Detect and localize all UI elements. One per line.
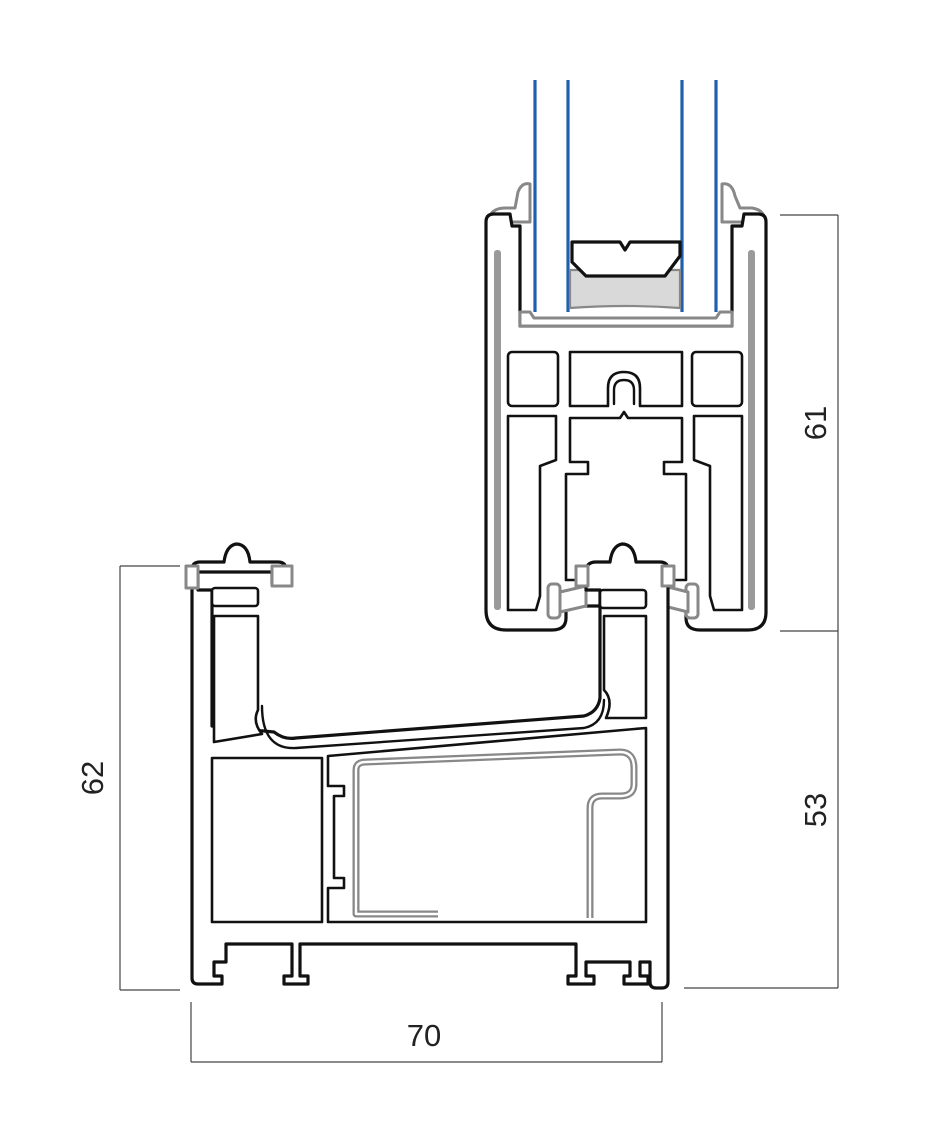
frame-chamber-right-tall <box>602 614 648 720</box>
dimension-label-total-width: 70 <box>407 1018 441 1053</box>
sash-chamber <box>506 350 560 408</box>
glass-spacer-bar <box>570 240 682 278</box>
dimension-frame-height: 62 <box>75 565 180 991</box>
sash-bottom-gasket-left <box>546 582 562 620</box>
dimension-label-sash-height: 61 <box>798 406 833 440</box>
frame-chamber-left-tall <box>212 614 264 744</box>
dimension-total-width: 70 <box>190 1002 663 1063</box>
sash-right-gasket-strip <box>748 250 755 610</box>
glazing-unit <box>533 80 718 312</box>
sash-glazing-gasket <box>518 310 734 328</box>
glass-spacer-sealant <box>568 268 682 310</box>
sash-center-hook <box>612 378 636 406</box>
frame-mid-gasket-left <box>574 564 590 588</box>
frame-chamber-small <box>210 586 260 608</box>
frame-mid-gasket-right <box>660 564 676 588</box>
sash-chamber-left-tall <box>506 414 558 612</box>
dimension-label-lower-height: 53 <box>798 793 833 827</box>
sash-chamber-center <box>568 350 684 408</box>
sash-profile <box>484 182 768 632</box>
sash-bridge-gasket <box>558 584 588 614</box>
frame-top-gasket-right <box>270 564 294 588</box>
dimension-label-frame-height: 62 <box>75 761 110 795</box>
dimension-sash-height: 61 <box>780 214 839 632</box>
frame-sloped-rail <box>260 698 606 750</box>
frame-top-gasket-left <box>184 564 200 590</box>
frame-chamber-small <box>598 588 648 610</box>
sash-chamber <box>690 350 744 408</box>
frame-chamber-lower-left <box>210 756 324 924</box>
sash-left-gasket-strip <box>494 250 501 610</box>
dimension-lower-height: 53 <box>684 631 839 989</box>
steel-reinforcement-inner <box>354 750 636 918</box>
sash-chamber-right-tall <box>692 414 744 612</box>
frame-profile <box>184 542 676 990</box>
frame-chamber-reinforcement <box>326 726 648 924</box>
